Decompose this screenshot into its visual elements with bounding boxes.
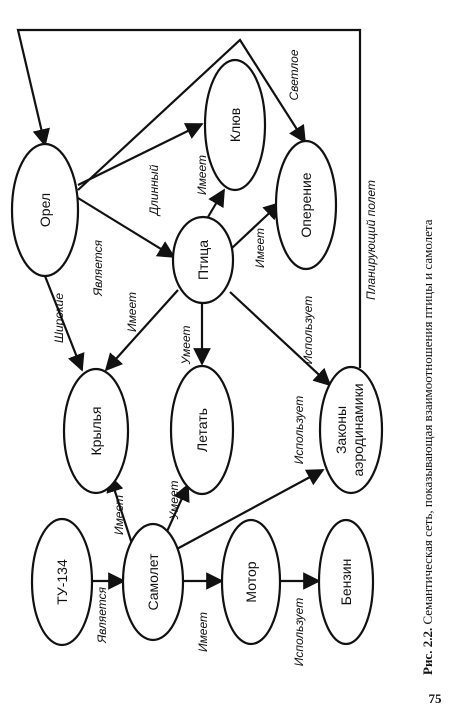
edge-label-tu-samolet: Является xyxy=(95,586,109,644)
node-label-zakony-line1: Законы xyxy=(333,406,349,454)
node-label-letat: Летать xyxy=(194,408,210,452)
node-orel: Орел xyxy=(10,142,80,278)
node-label-operenie: Оперение xyxy=(298,172,314,237)
node-label-ptitsa: Птица xyxy=(195,240,211,280)
figure-caption-prefix: Рис. 2.2. xyxy=(420,628,435,675)
edge-label-planir-polet: Планирующий полет xyxy=(364,180,378,300)
edge-label-ptitsa-klyuv: Имеет xyxy=(195,155,209,195)
node-label-benzin: Бензин xyxy=(338,559,354,606)
figure-caption: Рис. 2.2. Семантическая сеть, показывающ… xyxy=(420,219,435,675)
edge-label-orel-ptitsa: Является xyxy=(91,239,105,297)
node-label-tu134: ТУ-134 xyxy=(54,559,70,605)
edge-orel-ptitsa xyxy=(77,197,176,258)
node-label-orel: Орел xyxy=(37,193,53,227)
figure-caption-text: Семантическая сеть, показывающая взаимоо… xyxy=(420,219,435,624)
edge-label-ptitsa-zakony: Использует xyxy=(301,296,315,364)
edge-label-klyuv-dlinny: Длинный xyxy=(147,164,161,217)
edge-label-samolet-letat: Умеет xyxy=(167,481,181,521)
edge-label-ptitsa-letat: Умеет xyxy=(179,326,193,366)
node-letat: Летать xyxy=(169,364,235,496)
edge-orel-operenie xyxy=(77,38,306,191)
node-klyuv: Клюв xyxy=(203,58,267,192)
edge-label-samolet-krylya: Имеет xyxy=(112,495,126,535)
edge-label-samolet-zakony: Использует xyxy=(292,396,306,464)
edge-ptitsa-krylya xyxy=(104,289,179,372)
edge-samolet-krylya xyxy=(106,474,135,548)
edge-ptitsa-klyuv xyxy=(207,188,225,218)
node-operenie: Оперение xyxy=(274,139,338,271)
edge-label-orel-krylya: Широкие xyxy=(52,293,66,343)
edge-ptitsa-operenie xyxy=(231,201,282,249)
edge-samolet-zakony xyxy=(174,469,325,551)
node-motor: Мотор xyxy=(220,518,282,646)
node-krylya: Крылья xyxy=(62,367,130,495)
node-zakony: Законы аэродинамики xyxy=(318,365,384,495)
edge-top-loop xyxy=(16,28,362,368)
node-label-krylya: Крылья xyxy=(88,406,104,455)
edge-label-samolet-motor: Имеет xyxy=(196,612,210,652)
node-label-motor: Мотор xyxy=(243,561,259,602)
edge-orel-krylya xyxy=(43,275,85,372)
edge-label-motor-benzin: Использует xyxy=(292,598,306,666)
node-samolet: Самолет xyxy=(121,522,185,642)
node-tu134: ТУ-134 xyxy=(30,517,94,647)
edge-orel-klyuv xyxy=(77,123,204,186)
page-number: 75 xyxy=(429,691,443,706)
node-label-klyuv: Клюв xyxy=(227,108,243,142)
edge-label-ptitsa-operenie: Имеет xyxy=(253,228,267,268)
edge-label-operenie-svetloe: Светлое xyxy=(287,49,301,100)
node-label-zakony-line2: аэродинамики xyxy=(350,383,366,476)
edge-ptitsa-zakony xyxy=(229,291,332,387)
edge-label-ptitsa-krylya: Имеет xyxy=(125,292,139,332)
node-ptitsa: Птица xyxy=(171,215,235,305)
node-label-samolet: Самолет xyxy=(145,553,161,611)
node-benzin: Бензин xyxy=(317,518,375,646)
